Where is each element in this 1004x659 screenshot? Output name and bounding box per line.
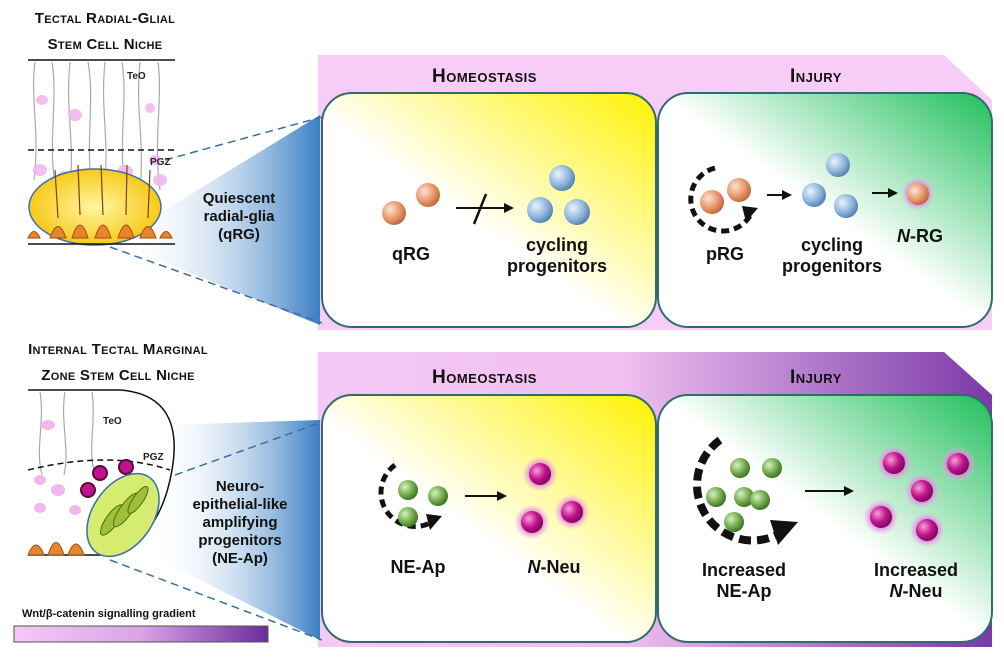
cycling-progenitor-cell bbox=[527, 197, 553, 223]
label-line: NE-Ap bbox=[716, 581, 772, 601]
n-neu-cell bbox=[521, 511, 543, 533]
n-rg-label: N-RG bbox=[890, 226, 950, 247]
side-label-line: Quiescent bbox=[202, 190, 276, 207]
qrg-cell bbox=[416, 183, 440, 207]
label-line: N-Neu bbox=[856, 581, 976, 602]
top-injury-header: Injury bbox=[790, 66, 842, 87]
prg-cell bbox=[727, 178, 751, 202]
proliferation-cycle-arrow bbox=[378, 462, 437, 529]
side-label-line: Neuro- bbox=[215, 478, 265, 495]
top-homeostasis-panel bbox=[321, 92, 657, 328]
ne-ap-label: NE-Ap bbox=[390, 557, 446, 577]
ne-ap-cell bbox=[706, 487, 726, 507]
label-line: cycling bbox=[525, 235, 589, 255]
proliferation-cycle-arrow bbox=[688, 165, 755, 234]
n-rg-cell bbox=[907, 183, 929, 205]
bottom-niche-illustration bbox=[27, 389, 175, 558]
top-teo-label: TeO bbox=[127, 71, 146, 82]
bottom-pgz-label: PGZ bbox=[143, 452, 164, 463]
n-neu-cell bbox=[911, 480, 933, 502]
bottom-homeostasis-diagram bbox=[378, 456, 590, 540]
top-niche-title: Tectal Radial-Glial Stem Cell Niche bbox=[10, 6, 200, 58]
top-injury-panel bbox=[657, 92, 993, 328]
bottom-injury-panel bbox=[657, 394, 993, 643]
ne-ap-cell bbox=[734, 487, 754, 507]
cycling-progenitor-cell bbox=[826, 153, 850, 177]
cycling-progenitor-cell bbox=[834, 194, 858, 218]
bottom-teo-label: TeO bbox=[103, 416, 122, 427]
side-label-line: (qRG) bbox=[218, 226, 260, 243]
qrg-cell bbox=[382, 201, 406, 225]
ne-ap-cell bbox=[762, 458, 782, 478]
side-label-line: amplifying bbox=[202, 514, 278, 531]
legend-gradient-bar bbox=[13, 625, 269, 643]
qrg-label: qRG bbox=[392, 244, 430, 264]
n-neu-rest: -Neu bbox=[902, 581, 943, 601]
ne-ap-cell bbox=[398, 480, 418, 500]
label-line: cycling bbox=[800, 235, 864, 255]
ne-ap-cell bbox=[724, 512, 744, 532]
n-neu-cell bbox=[870, 506, 892, 528]
cycling-progenitor-cell bbox=[564, 199, 590, 225]
top-connector-fan bbox=[120, 115, 320, 325]
bottom-injury-diagram bbox=[693, 436, 976, 548]
top-homeostasis-header: Homeostasis bbox=[432, 66, 537, 87]
block-mark bbox=[472, 193, 488, 225]
side-label-line: (NE-Ap) bbox=[212, 550, 268, 567]
n-neu-cell bbox=[916, 519, 938, 541]
top-homeostasis-diagram bbox=[382, 165, 590, 225]
legend-label: Wnt/β-catenin signalling gradient bbox=[22, 608, 196, 620]
n-neu-cell bbox=[529, 463, 551, 485]
side-label-line: progenitors bbox=[198, 532, 282, 549]
ne-ap-cell bbox=[428, 486, 448, 506]
bottom-homeostasis-panel bbox=[321, 394, 657, 643]
label-line: progenitors bbox=[781, 256, 882, 276]
n-rg-italic: N bbox=[897, 226, 910, 246]
top-pgz-label: PGZ bbox=[150, 157, 171, 168]
ne-ap-cell bbox=[730, 458, 750, 478]
n-neu-cell bbox=[883, 452, 905, 474]
increased-ne-ap-label: Increased NE-Ap bbox=[684, 560, 804, 602]
side-label-line: radial-glia bbox=[203, 208, 275, 225]
cycling-progenitor-cell bbox=[802, 183, 826, 207]
n-neu-cell bbox=[561, 501, 583, 523]
bottom-injury-header: Injury bbox=[790, 367, 842, 388]
increased-n-neu-label: Increased N-Neu bbox=[856, 560, 976, 602]
bottom-niche-title: Internal Tectal Marginal Zone Stem Cell … bbox=[4, 337, 232, 389]
prg-label: pRG bbox=[706, 244, 744, 264]
n-neu-italic: N bbox=[527, 557, 541, 577]
label-line: Increased bbox=[701, 560, 787, 580]
injury-cycling-progenitors-label: cycling progenitors bbox=[772, 235, 892, 277]
n-neu-label: N-Neu bbox=[514, 557, 594, 578]
top-injury-diagram bbox=[688, 153, 935, 234]
n-rg-rest: -RG bbox=[910, 226, 943, 246]
ne-ap-cell bbox=[750, 490, 770, 510]
top-niche-title-line2: Stem Cell Niche bbox=[47, 36, 163, 53]
label-line: progenitors bbox=[506, 256, 607, 276]
top-cycling-progenitors-label: cycling progenitors bbox=[498, 235, 616, 277]
top-niche-illustration bbox=[27, 59, 175, 246]
ne-ap-side-label: Neuro- epithelial-like amplifying progen… bbox=[180, 478, 300, 568]
n-neu-rest: -Neu bbox=[540, 557, 581, 577]
label-line: Increased bbox=[873, 560, 959, 580]
side-label-line: epithelial-like bbox=[192, 496, 288, 513]
bottom-connector-fan bbox=[150, 420, 320, 640]
bottom-niche-title-line2: Zone Stem Cell Niche bbox=[41, 367, 195, 384]
qrg-side-label: Quiescent radial-glia (qRG) bbox=[184, 190, 294, 244]
increased-cycle-arrow bbox=[693, 436, 788, 545]
prg-cell bbox=[700, 190, 724, 214]
n-neu-italic: N bbox=[889, 581, 903, 601]
cycling-progenitor-cell bbox=[549, 165, 575, 191]
bottom-homeostasis-header: Homeostasis bbox=[432, 367, 537, 388]
top-niche-title-line1: Tectal Radial-Glial bbox=[34, 10, 176, 27]
ne-ap-cell bbox=[398, 507, 418, 527]
n-neu-cell bbox=[947, 453, 969, 475]
bottom-niche-title-line1: Internal Tectal Marginal bbox=[28, 341, 208, 358]
